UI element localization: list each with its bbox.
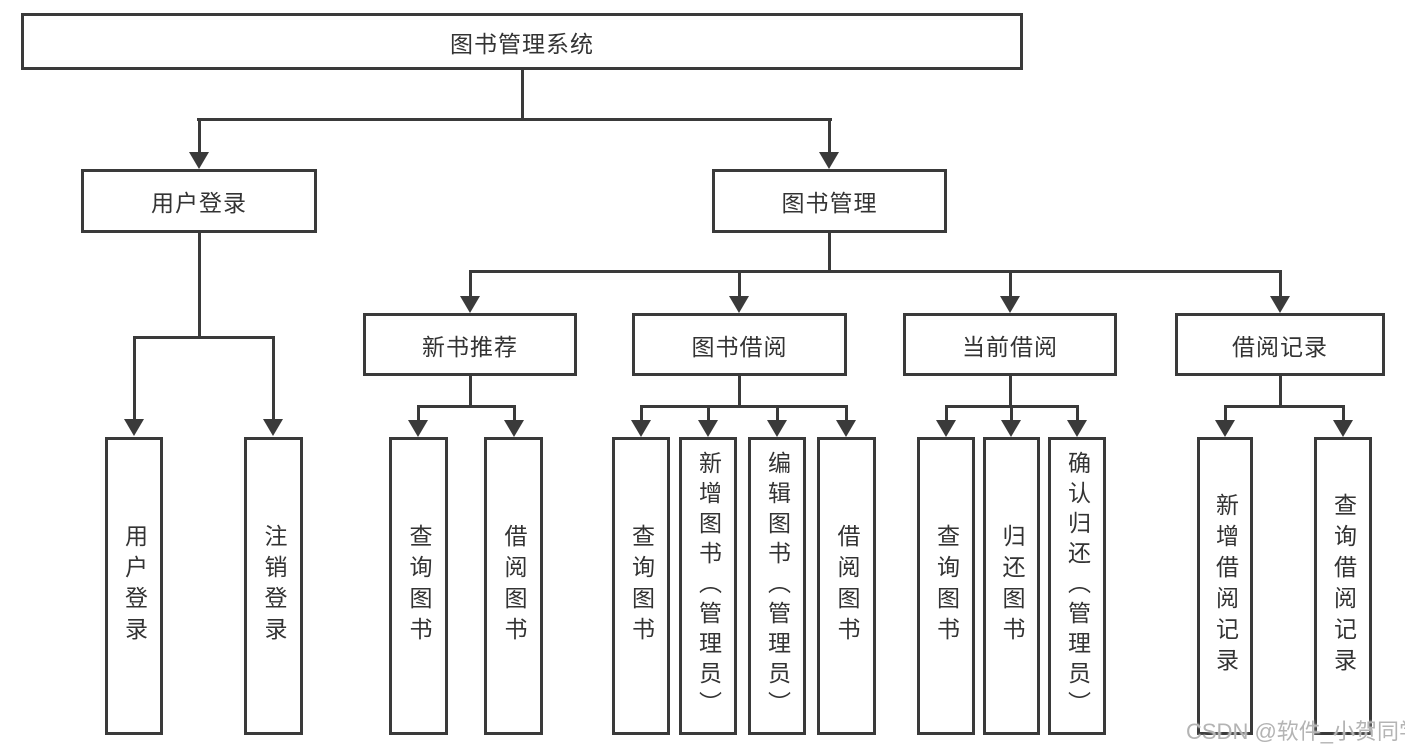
edge-leaf — [1010, 405, 1013, 422]
edge-book-borrow-trunk — [738, 376, 741, 407]
node-current-borrow: 当前借阅 — [903, 313, 1117, 376]
leaf-query-books-borrow: 查询图书 — [612, 437, 670, 735]
edge-book-management-bar — [469, 270, 1282, 273]
arrow-down-icon — [698, 420, 718, 437]
edge-leaf — [513, 405, 516, 422]
node-label: 当前借阅 — [962, 333, 1058, 360]
edge-to-book-management — [828, 118, 831, 155]
edge-leaf — [417, 405, 420, 422]
edge-root-bar — [197, 118, 832, 121]
node-label: 查询图书 — [406, 524, 432, 648]
arrow-down-icon — [460, 296, 480, 313]
arrow-down-icon — [408, 420, 428, 437]
arrow-down-icon — [767, 420, 787, 437]
node-library-management-system: 图书管理系统 — [21, 13, 1023, 70]
edge-borrow-records-trunk — [1279, 376, 1282, 407]
node-label: 查询借阅记录 — [1330, 493, 1357, 679]
edge-leaf — [707, 405, 710, 422]
node-label: 注销登录 — [261, 524, 287, 648]
leaf-logout: 注销登录 — [244, 437, 303, 735]
node-label: 新增图书（管理员） — [695, 451, 722, 721]
edge-book-management-trunk — [828, 233, 831, 273]
node-label: 图书借阅 — [691, 333, 788, 360]
node-label: 查询图书 — [628, 524, 655, 648]
edge-current-borrow-trunk — [1009, 376, 1012, 407]
edge-to-borrow-records — [1279, 270, 1282, 298]
node-label: 用户登录 — [121, 524, 148, 648]
leaf-query-books-recommend: 查询图书 — [389, 437, 448, 735]
leaf-borrow-books-recommend: 借阅图书 — [484, 437, 543, 735]
node-label: 查询图书 — [933, 524, 960, 648]
edge-leaf — [1342, 405, 1345, 422]
node-new-book-recommend: 新书推荐 — [363, 313, 577, 376]
edge-new-book-bar — [417, 405, 516, 408]
node-book-management: 图书管理 — [712, 169, 947, 233]
edge-leaf — [640, 405, 643, 422]
arrow-down-icon — [263, 419, 283, 436]
arrow-down-icon — [1270, 296, 1290, 313]
leaf-edit-book-admin: 编辑图书（管理员） — [748, 437, 806, 735]
leaf-confirm-return-admin: 确认归还（管理员） — [1048, 437, 1106, 735]
edge-to-new-book-recommend — [469, 270, 472, 298]
node-label: 借阅记录 — [1232, 333, 1328, 360]
edge-leaf — [776, 405, 779, 422]
node-label: 确认归还（管理员） — [1064, 451, 1091, 721]
edge-to-user-login — [198, 118, 201, 155]
node-label: 图书管理系统 — [450, 30, 594, 57]
leaf-add-book-admin: 新增图书（管理员） — [679, 437, 737, 735]
arrow-down-icon — [936, 420, 956, 437]
node-user-login: 用户登录 — [81, 169, 317, 233]
node-label: 新增借阅记录 — [1212, 493, 1239, 679]
edge-to-current-borrow — [1009, 270, 1012, 298]
edge-to-leaf-user-login — [133, 336, 136, 420]
edge-user-login-trunk — [198, 233, 201, 336]
arrow-down-icon — [189, 152, 209, 169]
edge-to-book-borrow — [738, 270, 741, 298]
arrow-down-icon — [504, 420, 524, 437]
edge-new-book-trunk — [469, 376, 472, 407]
leaf-add-borrow-record: 新增借阅记录 — [1197, 437, 1253, 735]
node-borrow-records: 借阅记录 — [1175, 313, 1385, 376]
arrow-down-icon — [124, 419, 144, 436]
node-label: 新书推荐 — [422, 333, 518, 360]
arrow-down-icon — [1001, 420, 1021, 437]
leaf-borrow-books-borrow: 借阅图书 — [817, 437, 876, 735]
node-label: 编辑图书（管理员） — [764, 451, 791, 721]
leaf-return-book: 归还图书 — [983, 437, 1040, 735]
node-label: 用户登录 — [151, 190, 247, 216]
arrow-down-icon — [1333, 420, 1353, 437]
arrow-down-icon — [1067, 420, 1087, 437]
arrow-down-icon — [631, 420, 651, 437]
edge-leaf — [1076, 405, 1079, 422]
edge-borrow-records-bar — [1224, 405, 1345, 408]
node-label: 借阅图书 — [501, 524, 527, 648]
edge-leaf — [845, 405, 848, 422]
arrow-down-icon — [1000, 296, 1020, 313]
node-label: 图书管理 — [781, 190, 878, 216]
watermark: CSDN @软件_小贺同学 — [1186, 719, 1405, 744]
leaf-query-books-current: 查询图书 — [917, 437, 975, 735]
arrow-down-icon — [836, 420, 856, 437]
edge-user-login-bar — [133, 336, 275, 339]
edge-to-leaf-logout — [272, 336, 275, 420]
node-label: 归还图书 — [999, 524, 1025, 648]
leaf-query-borrow-record: 查询借阅记录 — [1314, 437, 1372, 735]
arrow-down-icon — [1215, 420, 1235, 437]
edge-leaf — [1224, 405, 1227, 422]
arrow-down-icon — [819, 152, 839, 169]
node-book-borrow: 图书借阅 — [632, 313, 847, 376]
edge-book-borrow-bar — [640, 405, 848, 408]
edge-root-trunk — [521, 70, 524, 118]
node-label: 借阅图书 — [834, 524, 860, 648]
arrow-down-icon — [729, 296, 749, 313]
edge-leaf — [945, 405, 948, 422]
leaf-user-login: 用户登录 — [105, 437, 163, 735]
